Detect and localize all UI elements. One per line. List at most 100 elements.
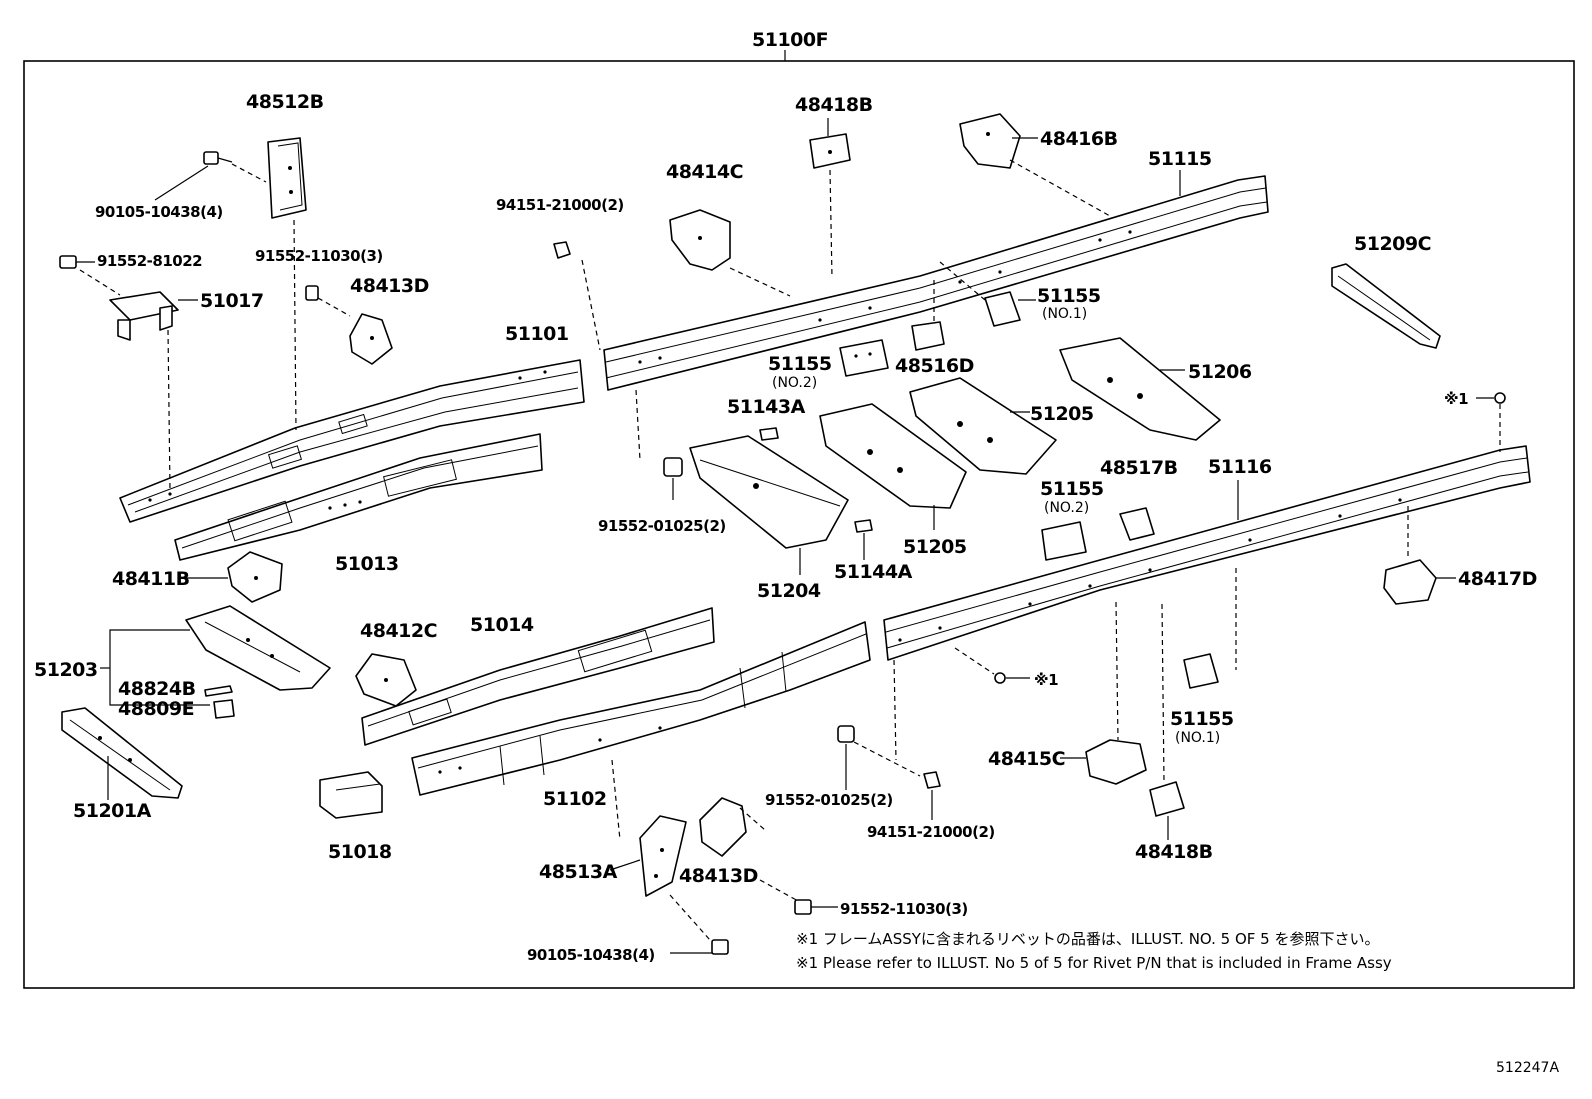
label-48418B-bot: 48418B xyxy=(1135,841,1213,863)
part-51102-rail xyxy=(411,621,871,796)
rivet-mid xyxy=(994,672,1006,684)
part-51203-crossmember xyxy=(185,605,331,691)
label-51155-no2-right: 51155 xyxy=(1040,478,1104,500)
label-51101: 51101 xyxy=(505,323,569,345)
label-48517B: 48517B xyxy=(1100,457,1178,479)
label-48418B-top: 48418B xyxy=(795,94,873,116)
assembly-label: 51100F xyxy=(752,29,828,51)
label-48824B: 48824B xyxy=(118,678,196,700)
part-51206-crossmember xyxy=(1059,337,1221,441)
part-51101-rail xyxy=(119,359,585,523)
part-51155-no2-right xyxy=(1041,521,1087,561)
part-91552-01025-bolt-bot xyxy=(837,725,855,743)
label-91552-01025-top: 91552-01025(2) xyxy=(598,517,726,535)
part-48418B-top xyxy=(809,133,851,169)
part-48413D-bot xyxy=(699,797,747,857)
part-51017 xyxy=(109,291,179,341)
label-91552-01025-bot: 91552-01025(2) xyxy=(765,791,893,809)
label-48413D-bot: 48413D xyxy=(679,865,758,887)
label-51155-no2-right-sub: (NO.2) xyxy=(1044,500,1089,516)
part-48513A xyxy=(639,815,687,897)
label-48512B: 48512B xyxy=(246,91,324,113)
label-94151-21000-top: 94151-21000(2) xyxy=(496,196,624,214)
label-48513A: 48513A xyxy=(539,861,618,883)
labels: 48512B 90105-10438(4) 91552-81022 91552-… xyxy=(34,91,1537,964)
part-91552-11030-bolt-top xyxy=(305,285,319,301)
label-51013: 51013 xyxy=(335,553,399,575)
rivet-top xyxy=(1494,392,1506,404)
part-94151-nut-top xyxy=(553,241,571,259)
label-51155-no1-top-sub: (NO.1) xyxy=(1042,306,1087,322)
label-51017: 51017 xyxy=(200,290,264,312)
label-51143A: 51143A xyxy=(727,396,806,418)
label-rivet-mid: ※1 xyxy=(1034,671,1058,689)
part-51116-rail xyxy=(883,445,1531,661)
label-48412C: 48412C xyxy=(360,620,437,642)
label-rivet-top: ※1 xyxy=(1444,390,1468,408)
label-90105-10438-top: 90105-10438(4) xyxy=(95,203,223,221)
label-48417D: 48417D xyxy=(1458,568,1537,590)
label-51155-no1-right-sub: (NO.1) xyxy=(1175,730,1220,746)
label-51155-no1-top: 51155 xyxy=(1037,285,1101,307)
label-51203: 51203 xyxy=(34,659,98,681)
part-51209C xyxy=(1331,263,1441,349)
part-48512B xyxy=(267,137,307,219)
label-91552-11030-top: 91552-11030(3) xyxy=(255,247,383,265)
part-48412C xyxy=(355,653,417,707)
label-91552-11030-bot: 91552-11030(3) xyxy=(840,900,968,918)
label-51206: 51206 xyxy=(1188,361,1252,383)
label-48416B: 48416B xyxy=(1040,128,1118,150)
note-english: ※1 Please refer to ILLUST. No 5 of 5 for… xyxy=(796,954,1392,972)
label-94151-21000-bot: 94151-21000(2) xyxy=(867,823,995,841)
part-51014-rail xyxy=(361,607,715,746)
part-51143A xyxy=(759,427,779,441)
part-48516D xyxy=(911,321,945,351)
label-51018: 51018 xyxy=(328,841,392,863)
part-51201A xyxy=(61,707,183,799)
part-51144A xyxy=(854,519,873,533)
part-51013-rail xyxy=(174,433,543,561)
label-51155-no2-top: 51155 xyxy=(768,353,832,375)
label-51155-no1-right: 51155 xyxy=(1170,708,1234,730)
label-48413D-top: 48413D xyxy=(350,275,429,297)
label-48414C: 48414C xyxy=(666,161,743,183)
label-91552-81022: 91552-81022 xyxy=(97,252,202,270)
part-48416B xyxy=(959,113,1021,169)
label-51115: 51115 xyxy=(1148,148,1212,170)
label-51204: 51204 xyxy=(757,580,821,602)
diagram-border xyxy=(23,60,1575,989)
part-91552-11030-bolt-bot xyxy=(794,899,812,915)
part-48417D xyxy=(1383,559,1437,605)
part-51155-no2-top xyxy=(839,339,889,377)
part-94151-nut-bot xyxy=(923,771,941,789)
part-48418B-bot xyxy=(1149,781,1185,817)
label-51144A: 51144A xyxy=(834,561,913,583)
label-51014: 51014 xyxy=(470,614,534,636)
part-48517B xyxy=(1119,507,1155,541)
part-51155-no1-top xyxy=(984,291,1021,327)
part-91552-01025-bolt-top xyxy=(663,457,683,477)
part-51205-crossmember-a xyxy=(909,377,1057,475)
part-51018 xyxy=(319,771,383,819)
part-51205-crossmember-b xyxy=(819,403,967,509)
label-48415C: 48415C xyxy=(988,748,1065,770)
label-51205-b: 51205 xyxy=(903,536,967,558)
part-51155-no1-right xyxy=(1183,653,1219,689)
part-48415C xyxy=(1085,739,1147,785)
part-51204-crossmember xyxy=(689,435,849,549)
part-48411B xyxy=(227,551,283,603)
part-48809E xyxy=(213,699,235,719)
part-48824B xyxy=(204,685,233,697)
part-90105-bolt-top xyxy=(203,151,233,165)
note-japanese: ※1 フレームASSYに含まれるリベットの品番は、ILLUST. NO. 5 O… xyxy=(796,930,1380,948)
label-51205-a: 51205 xyxy=(1030,403,1094,425)
label-51155-no2-top-sub: (NO.2) xyxy=(772,375,817,391)
reference-id: 512247A xyxy=(1496,1060,1559,1076)
part-91552-81022 xyxy=(59,255,95,269)
part-51115-rail xyxy=(603,175,1269,391)
label-51209C: 51209C xyxy=(1354,233,1431,255)
label-51102: 51102 xyxy=(543,788,607,810)
label-51201A: 51201A xyxy=(73,800,152,822)
part-48413D-top xyxy=(349,313,393,365)
